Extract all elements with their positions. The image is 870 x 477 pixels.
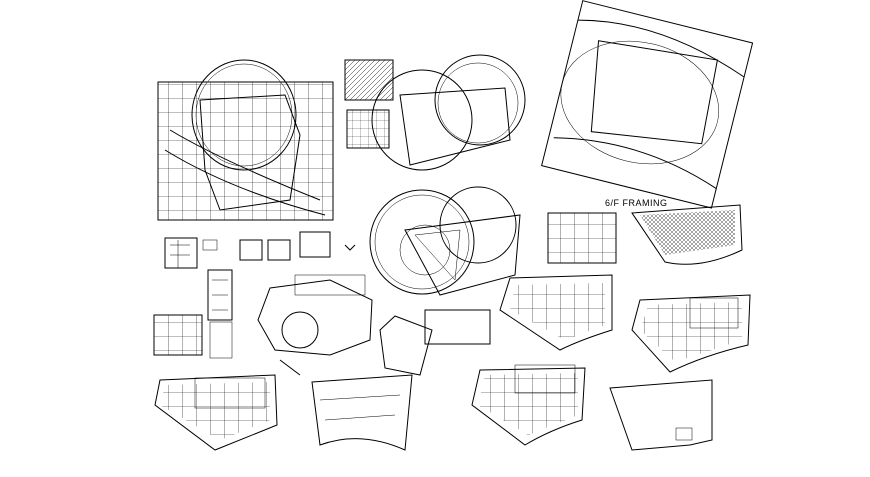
outline-plan-bottom-right	[609, 379, 713, 451]
framing-plan-center	[257, 274, 373, 376]
outline-plan-bottom-center	[311, 374, 413, 451]
grid-plan-left	[153, 314, 233, 359]
grid-plan-bottom-left	[154, 374, 278, 451]
grid-plan-right-middle	[547, 204, 743, 265]
framing-plan-top-right	[541, 0, 754, 209]
detail-sections-left	[164, 231, 356, 321]
site-plan-top-left	[157, 59, 334, 221]
grid-plan-right-a	[499, 274, 613, 351]
grid-plan-right-b	[631, 294, 751, 373]
circle-layout-plan	[369, 186, 521, 296]
site-plan-top-center	[344, 54, 526, 171]
grid-plan-bottom-right	[471, 364, 586, 446]
framing-plan-label: 6/F FRAMING	[605, 198, 668, 208]
slab-plan-center	[379, 309, 491, 376]
